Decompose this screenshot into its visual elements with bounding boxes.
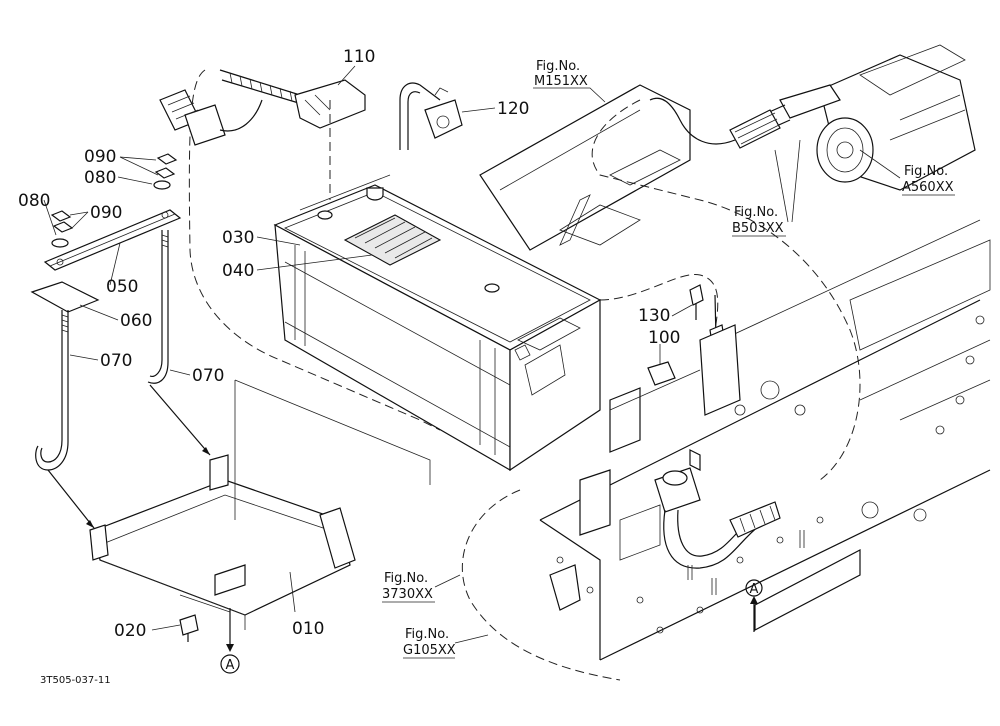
svg-text:A: A — [750, 582, 759, 597]
svg-text:Fig.No.: Fig.No. — [536, 59, 580, 74]
battery-area-outline — [188, 69, 441, 431]
svg-text:M151XX: M151XX — [534, 74, 588, 89]
floor-reference-outline — [461, 489, 621, 681]
svg-text:Fig.No.: Fig.No. — [904, 164, 948, 179]
marker-a-right: A — [745, 579, 763, 597]
svg-text:Fig.No.: Fig.No. — [405, 627, 449, 642]
label-050: 050 — [106, 277, 138, 297]
label-090-top: 090 — [84, 147, 116, 167]
label-020: 020 — [114, 621, 146, 641]
label-070-right: 070 — [192, 366, 224, 386]
rod-070-left — [35, 310, 69, 471]
svg-text:Fig.No.: Fig.No. — [734, 205, 778, 220]
terminal-120 — [399, 82, 463, 150]
fig-ref-b503xx[interactable]: Fig.No. B503XX — [732, 205, 786, 237]
label-060: 060 — [120, 311, 152, 331]
label-010: 010 — [292, 619, 324, 639]
starter-motor — [649, 44, 976, 191]
figure-references: Fig.No. M151XX Fig.No. A560XX Fig.No. B5… — [382, 59, 955, 659]
battery — [273, 174, 602, 472]
cable-110 — [159, 69, 366, 146]
label-030: 030 — [222, 228, 254, 248]
fig-ref-a560xx[interactable]: Fig.No. A560XX — [902, 164, 955, 196]
label-080-left: 080 — [18, 191, 50, 211]
part-100 — [647, 361, 676, 386]
svg-text:A560XX: A560XX — [902, 180, 954, 195]
rod-070-right — [147, 230, 169, 384]
label-080-top: 080 — [84, 168, 116, 188]
fig-ref-3730xx[interactable]: Fig.No. 3730XX — [382, 571, 435, 603]
bolt-020 — [179, 614, 199, 642]
fig-ref-g105xx[interactable]: Fig.No. G105XX — [403, 627, 456, 659]
battery-tray — [89, 454, 356, 630]
label-110: 110 — [343, 47, 375, 67]
svg-text:G105XX: G105XX — [403, 643, 456, 658]
bracket — [579, 324, 741, 536]
leader-lines — [43, 65, 901, 652]
cable-route-outline — [599, 273, 719, 331]
fig-ref-m151xx[interactable]: Fig.No. M151XX — [534, 59, 588, 89]
svg-text:Fig.No.: Fig.No. — [384, 571, 428, 586]
marker-a-bottom: A — [220, 654, 240, 674]
drawing-code: 3T505-037-11 — [40, 675, 111, 686]
starter-cover-panel — [479, 84, 691, 251]
starter-reference-outline — [591, 99, 861, 481]
label-100: 100 — [648, 328, 680, 348]
part-labels: 110 120 030 040 090 080 080 090 050 060 … — [18, 47, 680, 641]
svg-text:B503XX: B503XX — [732, 221, 784, 236]
label-040: 040 — [222, 261, 254, 281]
floor-studs — [687, 530, 805, 595]
floor-plate — [539, 219, 991, 661]
clamp-bar — [43, 209, 182, 271]
label-070-left: 070 — [100, 351, 132, 371]
label-120: 120 — [497, 99, 529, 119]
svg-text:A: A — [226, 658, 235, 673]
label-130: 130 — [638, 306, 670, 326]
label-090-left: 090 — [90, 203, 122, 223]
plate-060 — [30, 281, 100, 313]
svg-text:3730XX: 3730XX — [382, 587, 433, 602]
nuts-washers — [50, 153, 178, 248]
ground-cable — [654, 467, 781, 569]
